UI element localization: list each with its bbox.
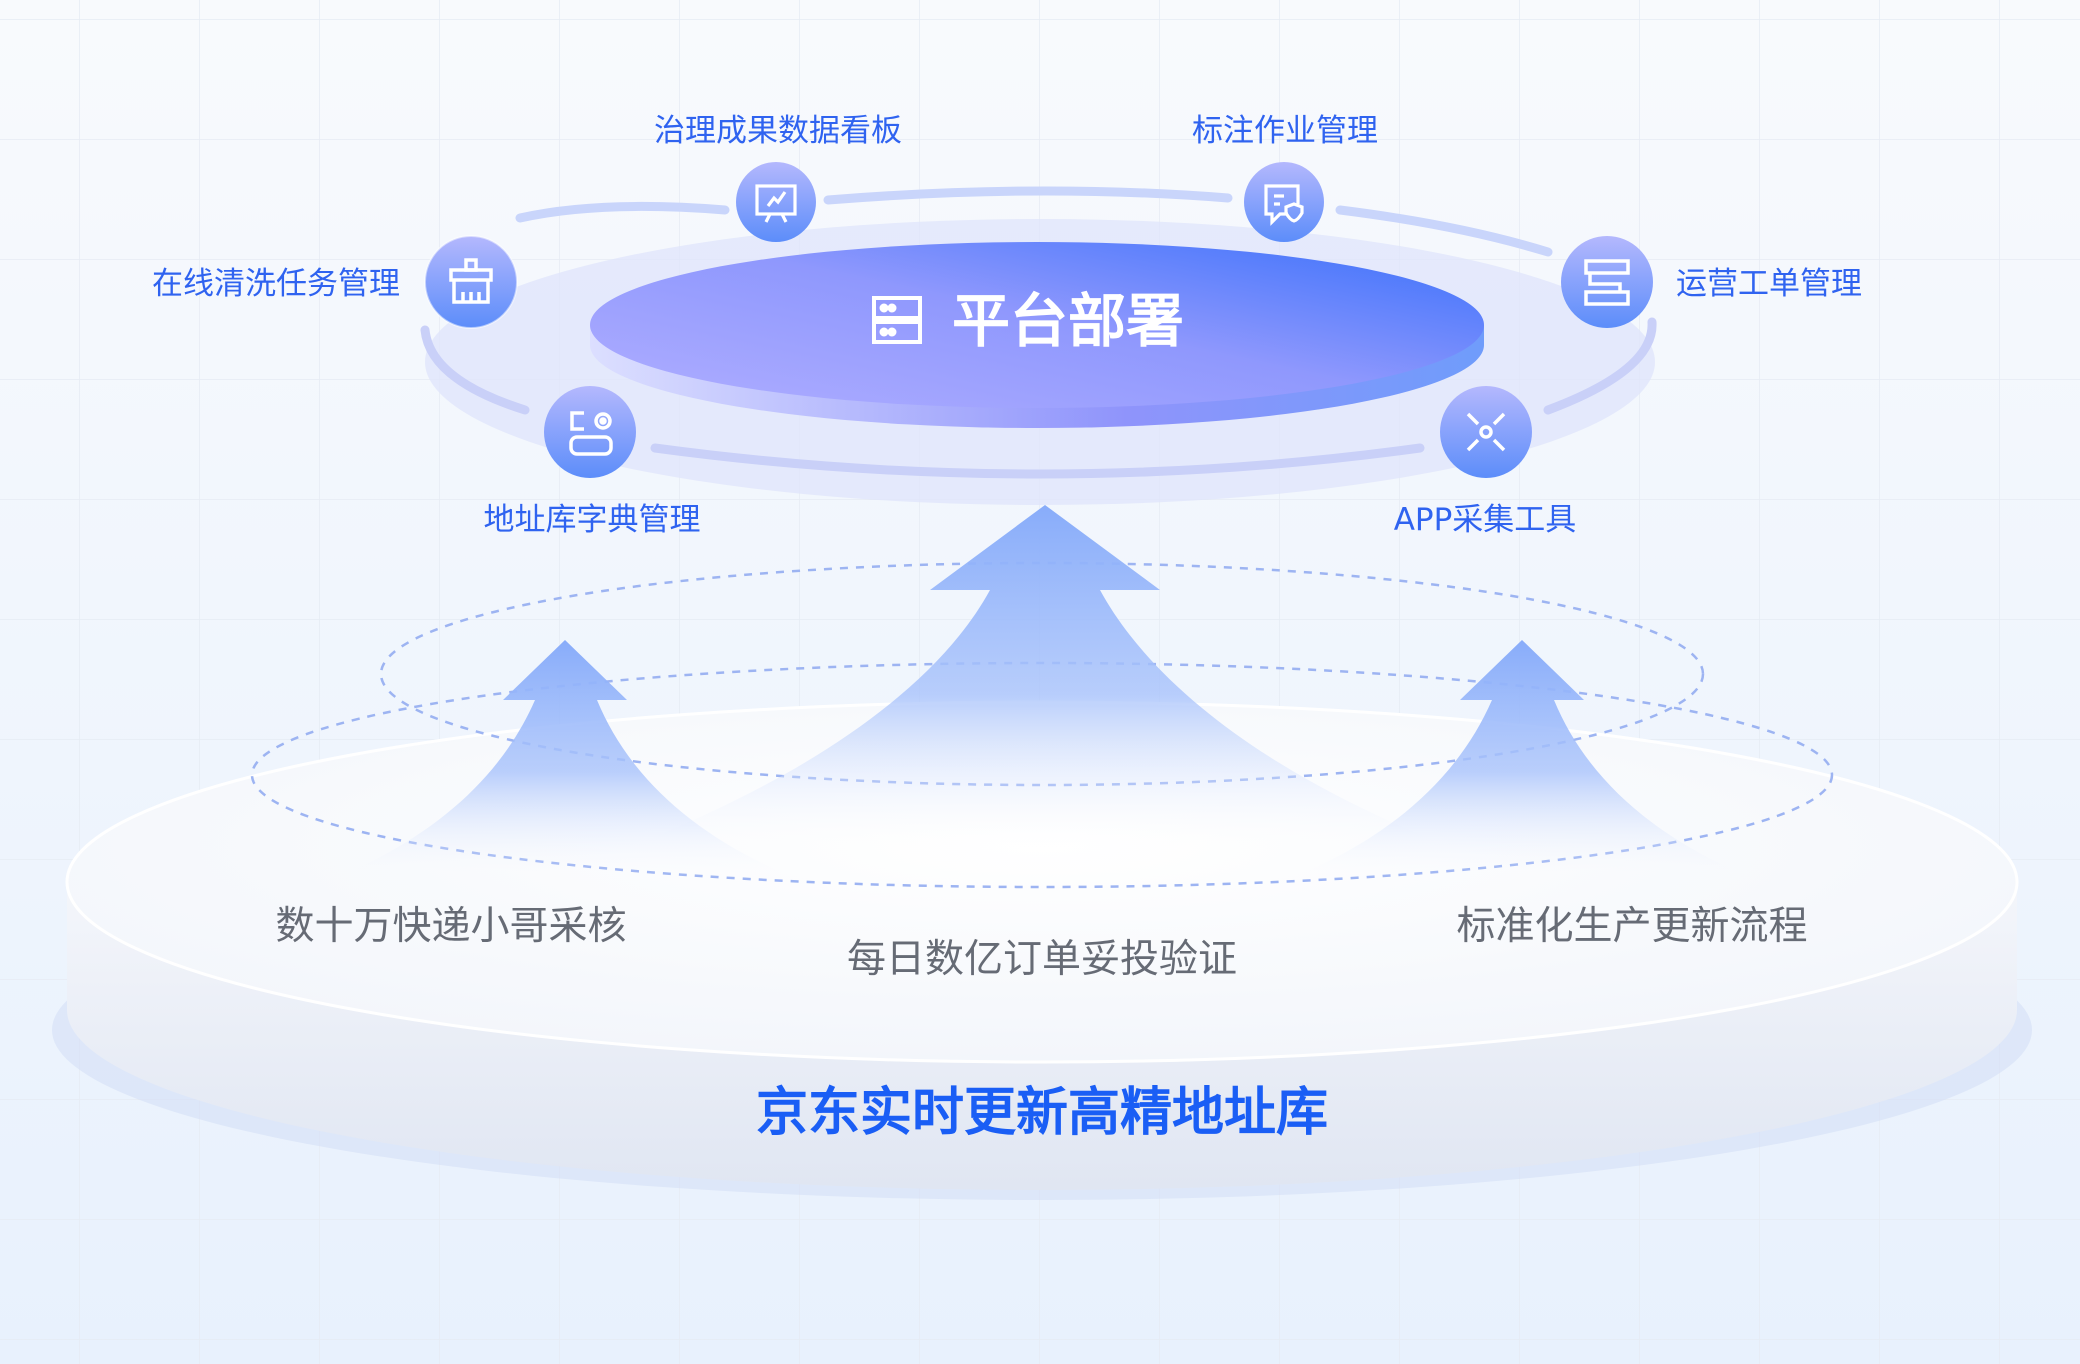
broom-icon xyxy=(449,258,493,304)
annotation-shield-icon xyxy=(1264,184,1304,226)
dashed-orbit-inner xyxy=(379,561,1705,787)
center-platform: 平台部署 xyxy=(590,242,1484,428)
center-title: 平台部署 xyxy=(952,287,1184,355)
workflow-icon xyxy=(1584,259,1630,306)
module-dictionary[interactable] xyxy=(544,386,636,478)
arrow-up-left xyxy=(330,640,800,880)
module-label-app: APP采集工具 xyxy=(1394,502,1577,538)
module-label-dictionary: 地址库字典管理 xyxy=(484,502,701,538)
module-label-dashboard: 治理成果数据看板 xyxy=(654,113,902,149)
foundation-title: 京东实时更新高精地址库 xyxy=(756,1083,1328,1143)
module-workflow[interactable] xyxy=(1561,236,1653,328)
module-label-annotation: 标注作业管理 xyxy=(1192,113,1378,149)
presentation-chart-icon xyxy=(755,184,797,223)
module-label-workorder: 运营工单管理 xyxy=(1676,266,1862,302)
server-icon xyxy=(872,296,922,344)
module-annotation[interactable] xyxy=(1244,162,1324,242)
module-app[interactable] xyxy=(1440,386,1532,478)
module-dashboard[interactable] xyxy=(736,162,816,242)
module-broom[interactable] xyxy=(424,235,518,329)
point-couriers: 数十万快递小哥采核 xyxy=(275,904,626,949)
point-orders: 每日数亿订单妥投验证 xyxy=(847,937,1237,982)
arrow-up-right xyxy=(1287,640,1757,880)
arrow-up-center xyxy=(620,505,1460,850)
point-process: 标准化生产更新流程 xyxy=(1456,904,1807,949)
module-label-cleaning: 在线清洗任务管理 xyxy=(152,266,400,302)
scan-icon xyxy=(1466,412,1506,452)
dictionary-icon xyxy=(569,411,613,456)
